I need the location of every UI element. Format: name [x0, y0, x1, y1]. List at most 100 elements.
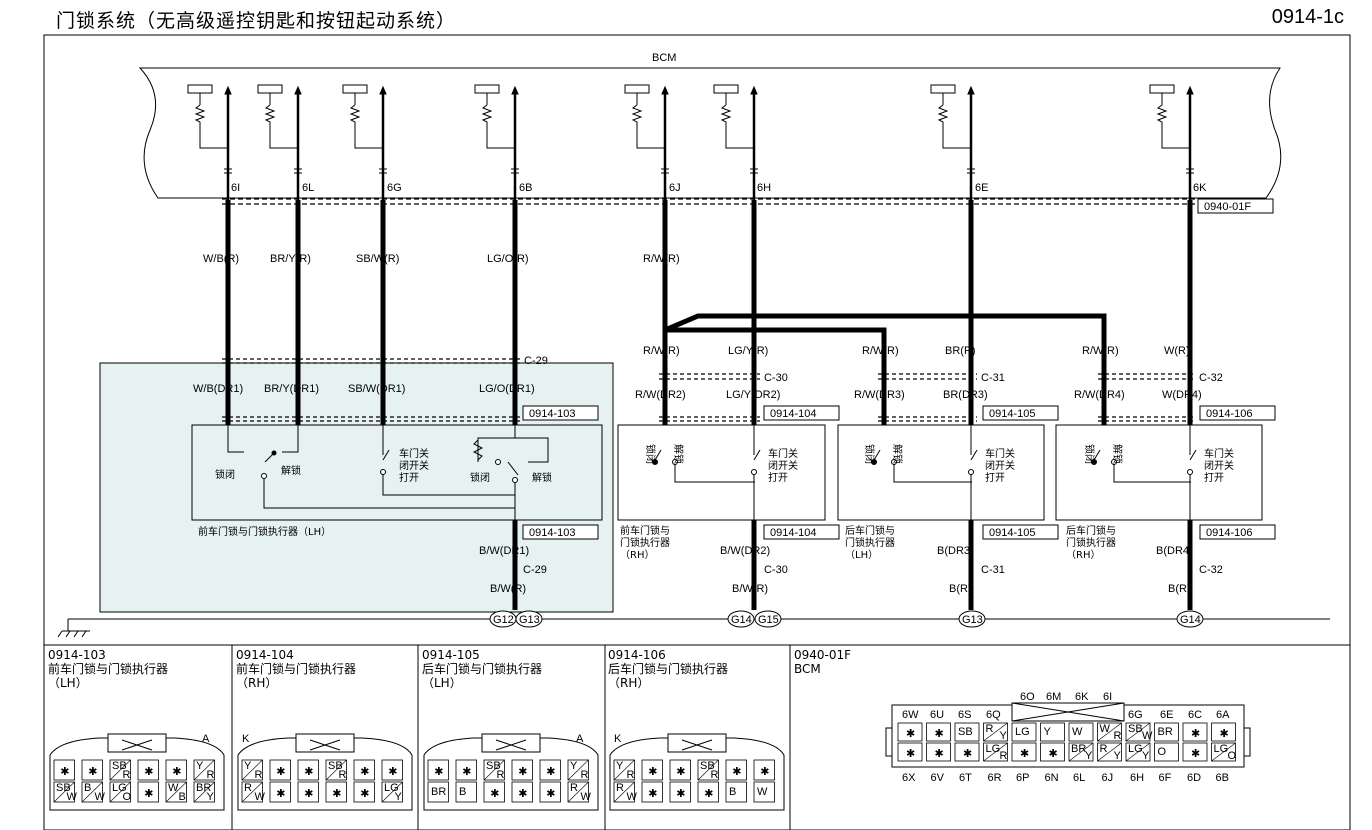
pin-cell	[539, 759, 561, 781]
pin-number: 6M	[1046, 691, 1061, 703]
pin-blank: ✱	[906, 728, 915, 740]
junction-label: C-29	[524, 355, 548, 367]
pin-blank: ✱	[434, 766, 443, 778]
switch-contact	[1187, 469, 1193, 475]
pin-label: Y	[1114, 750, 1122, 762]
pin-number: 6W	[902, 709, 919, 721]
pin-number: 6S	[958, 709, 971, 721]
connector-name: 后车门锁与门锁执行器	[422, 662, 543, 676]
arrow-icon	[294, 85, 302, 95]
diagram-frame	[43, 34, 1351, 830]
pin-number: 6L	[1073, 772, 1085, 784]
pin-cell	[1154, 722, 1179, 742]
connector-id: 0914-103	[529, 527, 576, 539]
arrow-icon	[379, 85, 387, 95]
pin-corner-label: A	[576, 733, 584, 745]
bcm-pin-label: 6J	[669, 182, 681, 194]
page-code: 0914-1c	[1271, 6, 1344, 28]
pin-number: 6P	[1016, 772, 1029, 784]
pin-label: SB	[700, 760, 715, 772]
pin-corner-label: K	[242, 733, 250, 745]
pin-label: R	[627, 769, 635, 781]
junction-label: C-31	[981, 564, 1005, 576]
bcm-transistor-icon	[713, 84, 739, 94]
pin-cell	[269, 759, 291, 781]
switch-label: 闭开关	[399, 459, 429, 472]
pin-label: R	[339, 769, 347, 781]
pin-label: Y	[1085, 750, 1093, 762]
bcm-pin-label: 6H	[757, 182, 771, 194]
pin-label: R	[207, 769, 215, 781]
pin-cell	[511, 781, 533, 803]
wires	[225, 200, 1193, 610]
pin-label: R	[1114, 730, 1122, 742]
pin-label: O	[1228, 750, 1237, 762]
actuator-switch	[1093, 425, 1197, 520]
wire-label: LG/Y(R)	[728, 345, 768, 357]
pin-cell	[297, 759, 319, 781]
switch-label: 打开	[399, 471, 419, 484]
pin-label: BR	[1071, 743, 1086, 755]
pin-label: Y	[207, 791, 215, 803]
page-title: 门锁系统（无高级遥控钥匙和按钮起动系统）	[56, 10, 457, 32]
connector-id: 0914-106	[1206, 408, 1253, 420]
connector-info-bcm: 0940-01F BCM	[794, 648, 974, 826]
pin-cell	[137, 781, 159, 803]
lock-label: 锁闭	[470, 471, 490, 484]
connector-tag	[1199, 524, 1276, 540]
connector-tab	[1243, 727, 1251, 757]
pin-label: B	[459, 786, 466, 798]
pin-cell	[165, 759, 187, 781]
wire-label: R/W(R)	[643, 345, 680, 357]
actuator-name: 门锁执行器	[1066, 536, 1116, 549]
actuator-name: 前车门锁与	[620, 524, 670, 537]
switch-contact	[751, 469, 757, 475]
connector-latch	[295, 733, 355, 753]
pin-label: R	[1100, 743, 1108, 755]
arrow-icon	[224, 85, 232, 95]
bcm-internal-circuits	[187, 84, 1194, 200]
pin-label: R	[711, 769, 719, 781]
connector-info-104: 0914-104 前车门锁与门锁执行器 （RH）	[236, 648, 416, 826]
pin-cell	[1154, 742, 1179, 762]
pin-cell	[511, 759, 533, 781]
connector-tag	[763, 405, 840, 421]
pin-blank: ✱	[332, 788, 341, 800]
pin-label: Y	[570, 760, 578, 772]
pin-label: SB	[56, 782, 71, 794]
pin-label: R	[581, 769, 589, 781]
switch-label: 车门关	[985, 447, 1015, 460]
pin-blank: ✱	[388, 766, 397, 778]
pin-label: O	[123, 791, 132, 803]
actuator-name: 后车门锁与	[1066, 524, 1116, 537]
connector-info-106: 0914-106 后车门锁与门锁执行器 （RH）	[608, 648, 788, 826]
pin-number: 6T	[959, 772, 972, 784]
ground-point	[727, 610, 755, 628]
pin-number: 6G	[1128, 709, 1143, 721]
unlock-label: 解锁	[532, 471, 552, 484]
pin-cell	[1040, 722, 1065, 742]
pin-corner-label: K	[614, 733, 622, 745]
pin-label: R	[255, 769, 263, 781]
actuator-0914-104: R/W(R)LG/Y(R)C-30R/W(DR2)LG/Y(DR2)0914-1…	[617, 345, 840, 595]
pin-number: 6N	[1045, 772, 1059, 784]
resistor-icon	[937, 104, 949, 128]
pin-blank: ✱	[1191, 728, 1200, 740]
pin-blank: ✱	[676, 766, 685, 778]
pin-label: W	[255, 791, 266, 803]
bcm-pin-label: 6I	[231, 182, 240, 194]
front-lh-highlight	[99, 362, 614, 613]
wire-label: R/W(R)	[1082, 345, 1119, 357]
pin-blank: ✱	[518, 788, 527, 800]
connector-tag	[982, 524, 1059, 540]
pin-blank: ✱	[760, 766, 769, 778]
pin-blank: ✱	[490, 788, 499, 800]
lock-label: 锁闭	[863, 444, 876, 464]
connector-name: 前车门锁与门锁执行器	[48, 662, 169, 676]
pin-cell	[427, 759, 449, 781]
pin-blank: ✱	[518, 766, 527, 778]
actuator-name: 门锁执行器	[620, 536, 670, 549]
arrow-icon	[1186, 85, 1194, 95]
ground-label: G14	[731, 614, 752, 626]
